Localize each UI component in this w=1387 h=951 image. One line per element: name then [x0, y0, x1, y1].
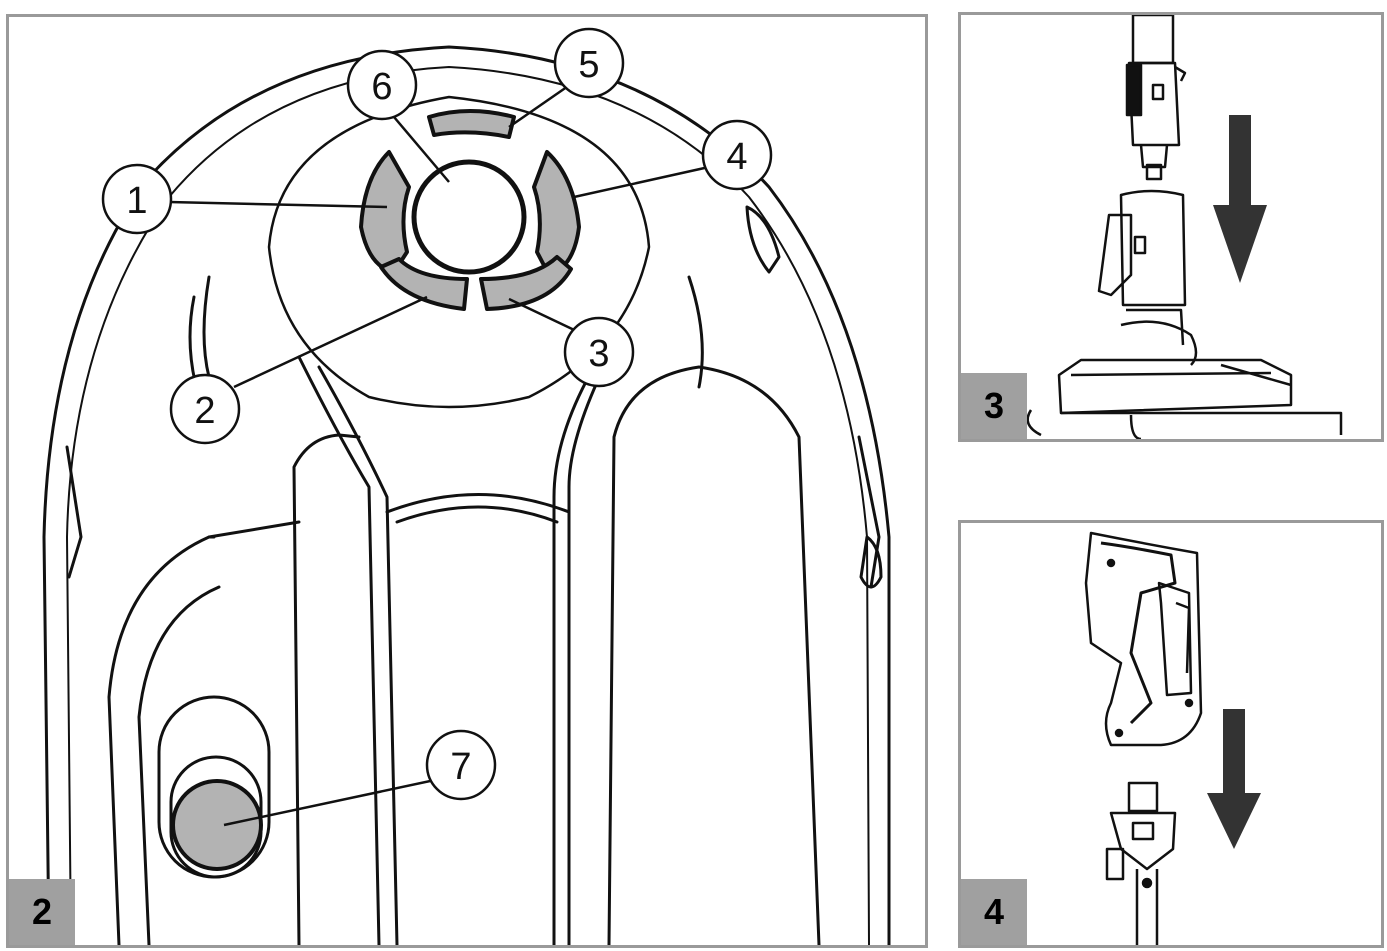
- handle-attach-illustration: [1084, 531, 1261, 945]
- figure-number-tag: 3: [961, 373, 1027, 439]
- callout-6: 6: [371, 66, 392, 108]
- base-attach-illustration: [1026, 15, 1343, 439]
- button-1: [359, 150, 411, 274]
- figure-4-panel: 4: [958, 520, 1384, 948]
- figure-number: 2: [31, 891, 53, 932]
- callout-5: 5: [578, 44, 599, 86]
- callout-7: 7: [450, 746, 471, 788]
- handle-illustration: 1 2 3 4 5 6 7: [42, 27, 891, 945]
- down-arrow-icon: [1213, 115, 1267, 283]
- button-4: [532, 150, 581, 277]
- figure-number: 3: [983, 385, 1005, 426]
- figure-3-panel: 3: [958, 12, 1384, 442]
- button-7: [171, 779, 263, 871]
- figure-number-tag: 4: [961, 879, 1027, 945]
- button-2: [379, 257, 469, 311]
- figure-2-panel: 1 2 3 4 5 6 7 2: [6, 14, 928, 948]
- button-3: [479, 255, 573, 311]
- callout-1: 1: [126, 180, 147, 222]
- figure-number-tag: 2: [9, 879, 75, 945]
- callout-3: 3: [588, 333, 609, 375]
- callout-4: 4: [726, 136, 747, 178]
- button-6: [411, 159, 527, 275]
- down-arrow-icon: [1207, 709, 1261, 849]
- figure-number: 4: [983, 891, 1005, 932]
- button-5: [427, 109, 516, 139]
- callout-2: 2: [194, 390, 215, 432]
